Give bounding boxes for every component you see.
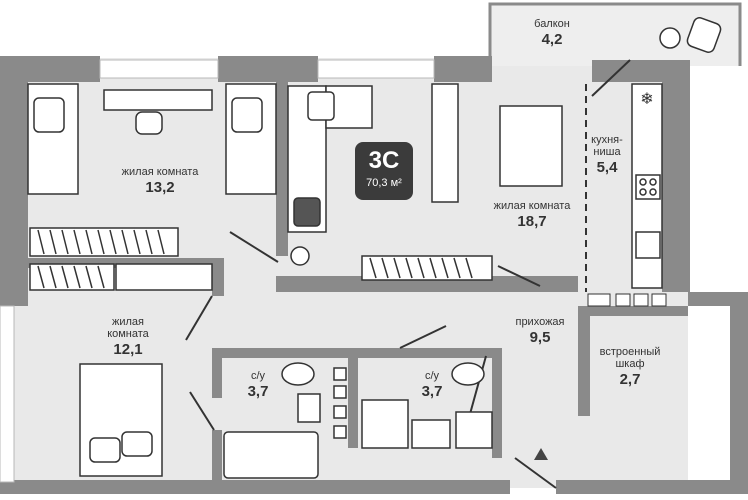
toilet-icon (281, 362, 315, 386)
room3-furniture (79, 363, 163, 477)
sink-icon (297, 393, 321, 423)
interior-walls (14, 76, 688, 480)
room-name: жилая комната (107, 316, 149, 340)
room-area: 2,7 (619, 371, 641, 388)
sink-icon (635, 231, 661, 259)
room-area: 18,7 (517, 213, 547, 230)
balcony-chair-icon (659, 17, 722, 53)
pillow-icon (121, 431, 153, 457)
kitchen-counter (631, 83, 663, 289)
balcony-railing (488, 2, 742, 66)
shower-icon (361, 399, 409, 449)
room-label-bath-2: с/у 3,7 (412, 370, 452, 401)
room-area: 3,7 (421, 383, 443, 400)
room-name: встроенный шкаф (599, 346, 661, 370)
room-label-living-3: жилая комната 12,1 (98, 316, 158, 359)
room-label-living-1: жилая комната 13,2 (120, 166, 200, 197)
room2-furniture (287, 83, 563, 281)
room-name: прихожая (515, 316, 565, 328)
doors (185, 231, 557, 489)
room-area: 3,7 (247, 383, 269, 400)
shelf-books (37, 229, 165, 289)
chair-icon (135, 111, 163, 135)
room-name: балкон (534, 18, 570, 30)
room-name: жилая комната (121, 166, 199, 178)
sink-icon (411, 419, 451, 449)
room-name: жилая комната (493, 200, 571, 212)
room-area: 9,5 (529, 329, 551, 346)
washer-icon (455, 411, 493, 449)
room-label-closet: встроенный шкаф 2,7 (594, 346, 666, 389)
apartment-total-area: 70,3 м² (366, 177, 402, 189)
room-label-balcony: балкон 4,2 (512, 18, 592, 49)
dresser (115, 263, 213, 291)
bathroom-fixtures (223, 362, 493, 479)
dining-table (499, 105, 563, 187)
room-area: 13,2 (145, 179, 175, 196)
desk (103, 89, 213, 111)
bathtub-icon (223, 431, 319, 479)
room-label-bath-1: с/у 3,7 (238, 370, 278, 401)
snowflake-icon: ❄ (640, 91, 653, 108)
toilet-icon (451, 362, 485, 386)
room-area: 4,2 (541, 31, 563, 48)
cushion-icon (307, 91, 335, 121)
outer-walls (0, 56, 748, 494)
room-area: 12,1 (113, 341, 143, 358)
apartment-code: 3С (368, 147, 400, 174)
closet-shelves (587, 293, 667, 307)
room-label-kitchen: кухня-ниша 5,4 (582, 134, 632, 177)
windows (0, 59, 435, 483)
room-label-living-2: жилая комната 18,7 (492, 200, 572, 231)
room-name: кухня-ниша (591, 134, 623, 158)
shelf-living (361, 255, 493, 281)
cushion-icon (293, 197, 321, 227)
stove-icon (635, 174, 661, 200)
entrance-marker-icon (534, 448, 548, 460)
shelf-living-books (369, 257, 473, 279)
tv-stand (431, 83, 459, 203)
room-area: 5,4 (596, 159, 618, 176)
room-name: с/у (424, 370, 440, 382)
room-label-hallway: прихожая 9,5 (504, 316, 576, 347)
apartment-badge: 3С 70,3 м² (355, 142, 413, 200)
room-name: с/у (250, 370, 266, 382)
pillow-icon (89, 437, 121, 463)
plant-icon (290, 246, 310, 266)
pillow-icon (33, 97, 65, 133)
balcony-door (591, 59, 631, 97)
